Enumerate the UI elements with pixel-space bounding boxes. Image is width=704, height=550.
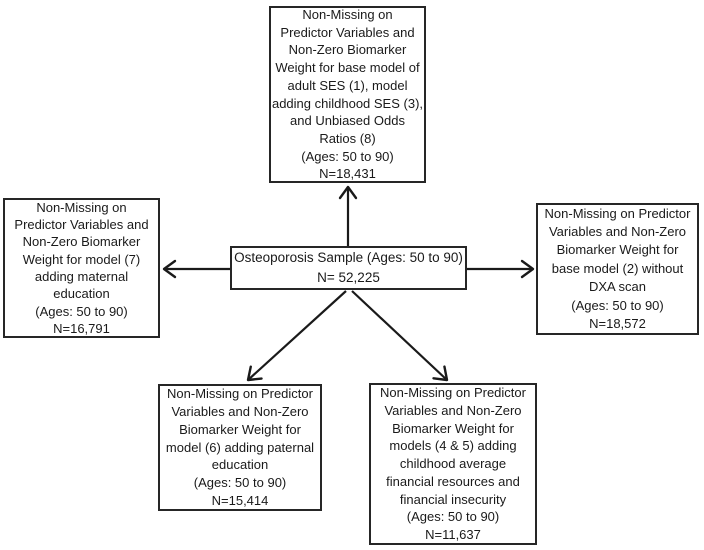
- node-base-model-without-dxa: Non-Missing on Predictor Variables and N…: [536, 203, 699, 335]
- node-maternal-education-model: Non-Missing on Predictor Variables and N…: [3, 198, 160, 338]
- node-financial-resources-models: Non-Missing on Predictor Variables and N…: [369, 383, 537, 545]
- node-osteoporosis-sample: Osteoporosis Sample (Ages: 50 to 90) N= …: [230, 246, 467, 290]
- node-paternal-education-model: Non-Missing on Predictor Variables and N…: [158, 384, 322, 511]
- arrow-center-to-bottom-right: [351, 290, 449, 382]
- node-base-model-adult-ses: Non-Missing on Predictor Variables and N…: [269, 6, 426, 183]
- arrow-center-to-bottom-left: [246, 290, 347, 382]
